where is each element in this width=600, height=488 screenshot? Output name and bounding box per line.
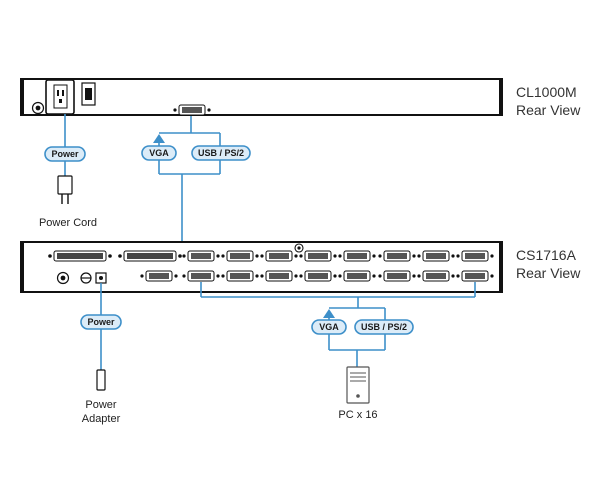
kvm-port-icon <box>416 270 456 282</box>
power-jack-icon <box>95 272 107 284</box>
vga-tag-bottom: VGA <box>311 319 347 335</box>
kvm-port-icon <box>377 250 417 262</box>
kvm-port-icon <box>416 250 456 262</box>
ground-screw-icon <box>294 243 304 253</box>
bottom-device-model: CS1716A <box>516 247 577 263</box>
power-tag-bottom: Power <box>80 314 122 330</box>
ground-screw-icon <box>31 101 45 115</box>
kvm-port-icon <box>220 270 260 282</box>
power-adapter-caption-line2: Adapter <box>82 413 121 425</box>
kvm-port-icon <box>455 250 495 262</box>
kvm-port-icon <box>337 250 377 262</box>
vga-arrow-bottom-icon <box>323 309 335 318</box>
power-adapter-plug-icon <box>96 369 106 391</box>
kvm-port-icon <box>455 270 495 282</box>
vga-tag-top: VGA <box>141 145 177 161</box>
ground-screw-bottom-icon <box>56 271 70 285</box>
vga-tag-top-label: VGA <box>149 148 169 158</box>
top-device-view: Rear View <box>516 102 581 118</box>
top-device-model: CL1000M <box>516 84 577 100</box>
power-switch-icon <box>81 82 96 106</box>
power-tag-top: Power <box>44 146 86 162</box>
kvm-port-icon <box>181 270 221 282</box>
kvm-port-icon <box>220 250 260 262</box>
kvm-port-icon <box>298 250 338 262</box>
power-tag-bottom-label: Power <box>87 317 115 327</box>
cs1716a-unit <box>20 241 503 293</box>
vga-arrow-top-icon <box>153 134 165 143</box>
pc-tower-icon <box>346 366 370 404</box>
kvm-port-icon <box>259 270 299 282</box>
power-tag-top-label: Power <box>51 149 79 159</box>
usb-ps2-tag-bottom-label: USB / PS/2 <box>361 322 407 332</box>
power-cord-caption: Power Cord <box>39 217 97 229</box>
reset-button-icon <box>80 272 92 284</box>
usb-ps2-tag-top: USB / PS/2 <box>191 145 251 161</box>
power-adapter-caption-line1: Power <box>85 399 117 411</box>
bottom-device-view: Rear View <box>516 265 581 281</box>
console-port-icon <box>172 104 212 116</box>
kvm-port-icon <box>337 270 377 282</box>
kvm-port-icon <box>181 250 221 262</box>
kvm-port-icon <box>259 250 299 262</box>
kvm-port-icon <box>377 270 417 282</box>
bottom-cables <box>100 282 476 370</box>
daisy-chain-port-icon <box>139 270 179 282</box>
usb-ps2-tag-top-label: USB / PS/2 <box>198 148 244 158</box>
usb-ps2-tag-bottom: USB / PS/2 <box>354 319 414 335</box>
power-cord-plug-icon <box>57 175 73 204</box>
kvm-port-icon <box>298 270 338 282</box>
power-socket-icon <box>45 79 75 115</box>
pc-caption: PC x 16 <box>338 409 377 421</box>
vga-tag-bottom-label: VGA <box>319 322 339 332</box>
console-port-2-icon <box>117 250 183 262</box>
cl1000m-unit <box>20 78 503 116</box>
console-port-1-icon <box>47 250 113 262</box>
